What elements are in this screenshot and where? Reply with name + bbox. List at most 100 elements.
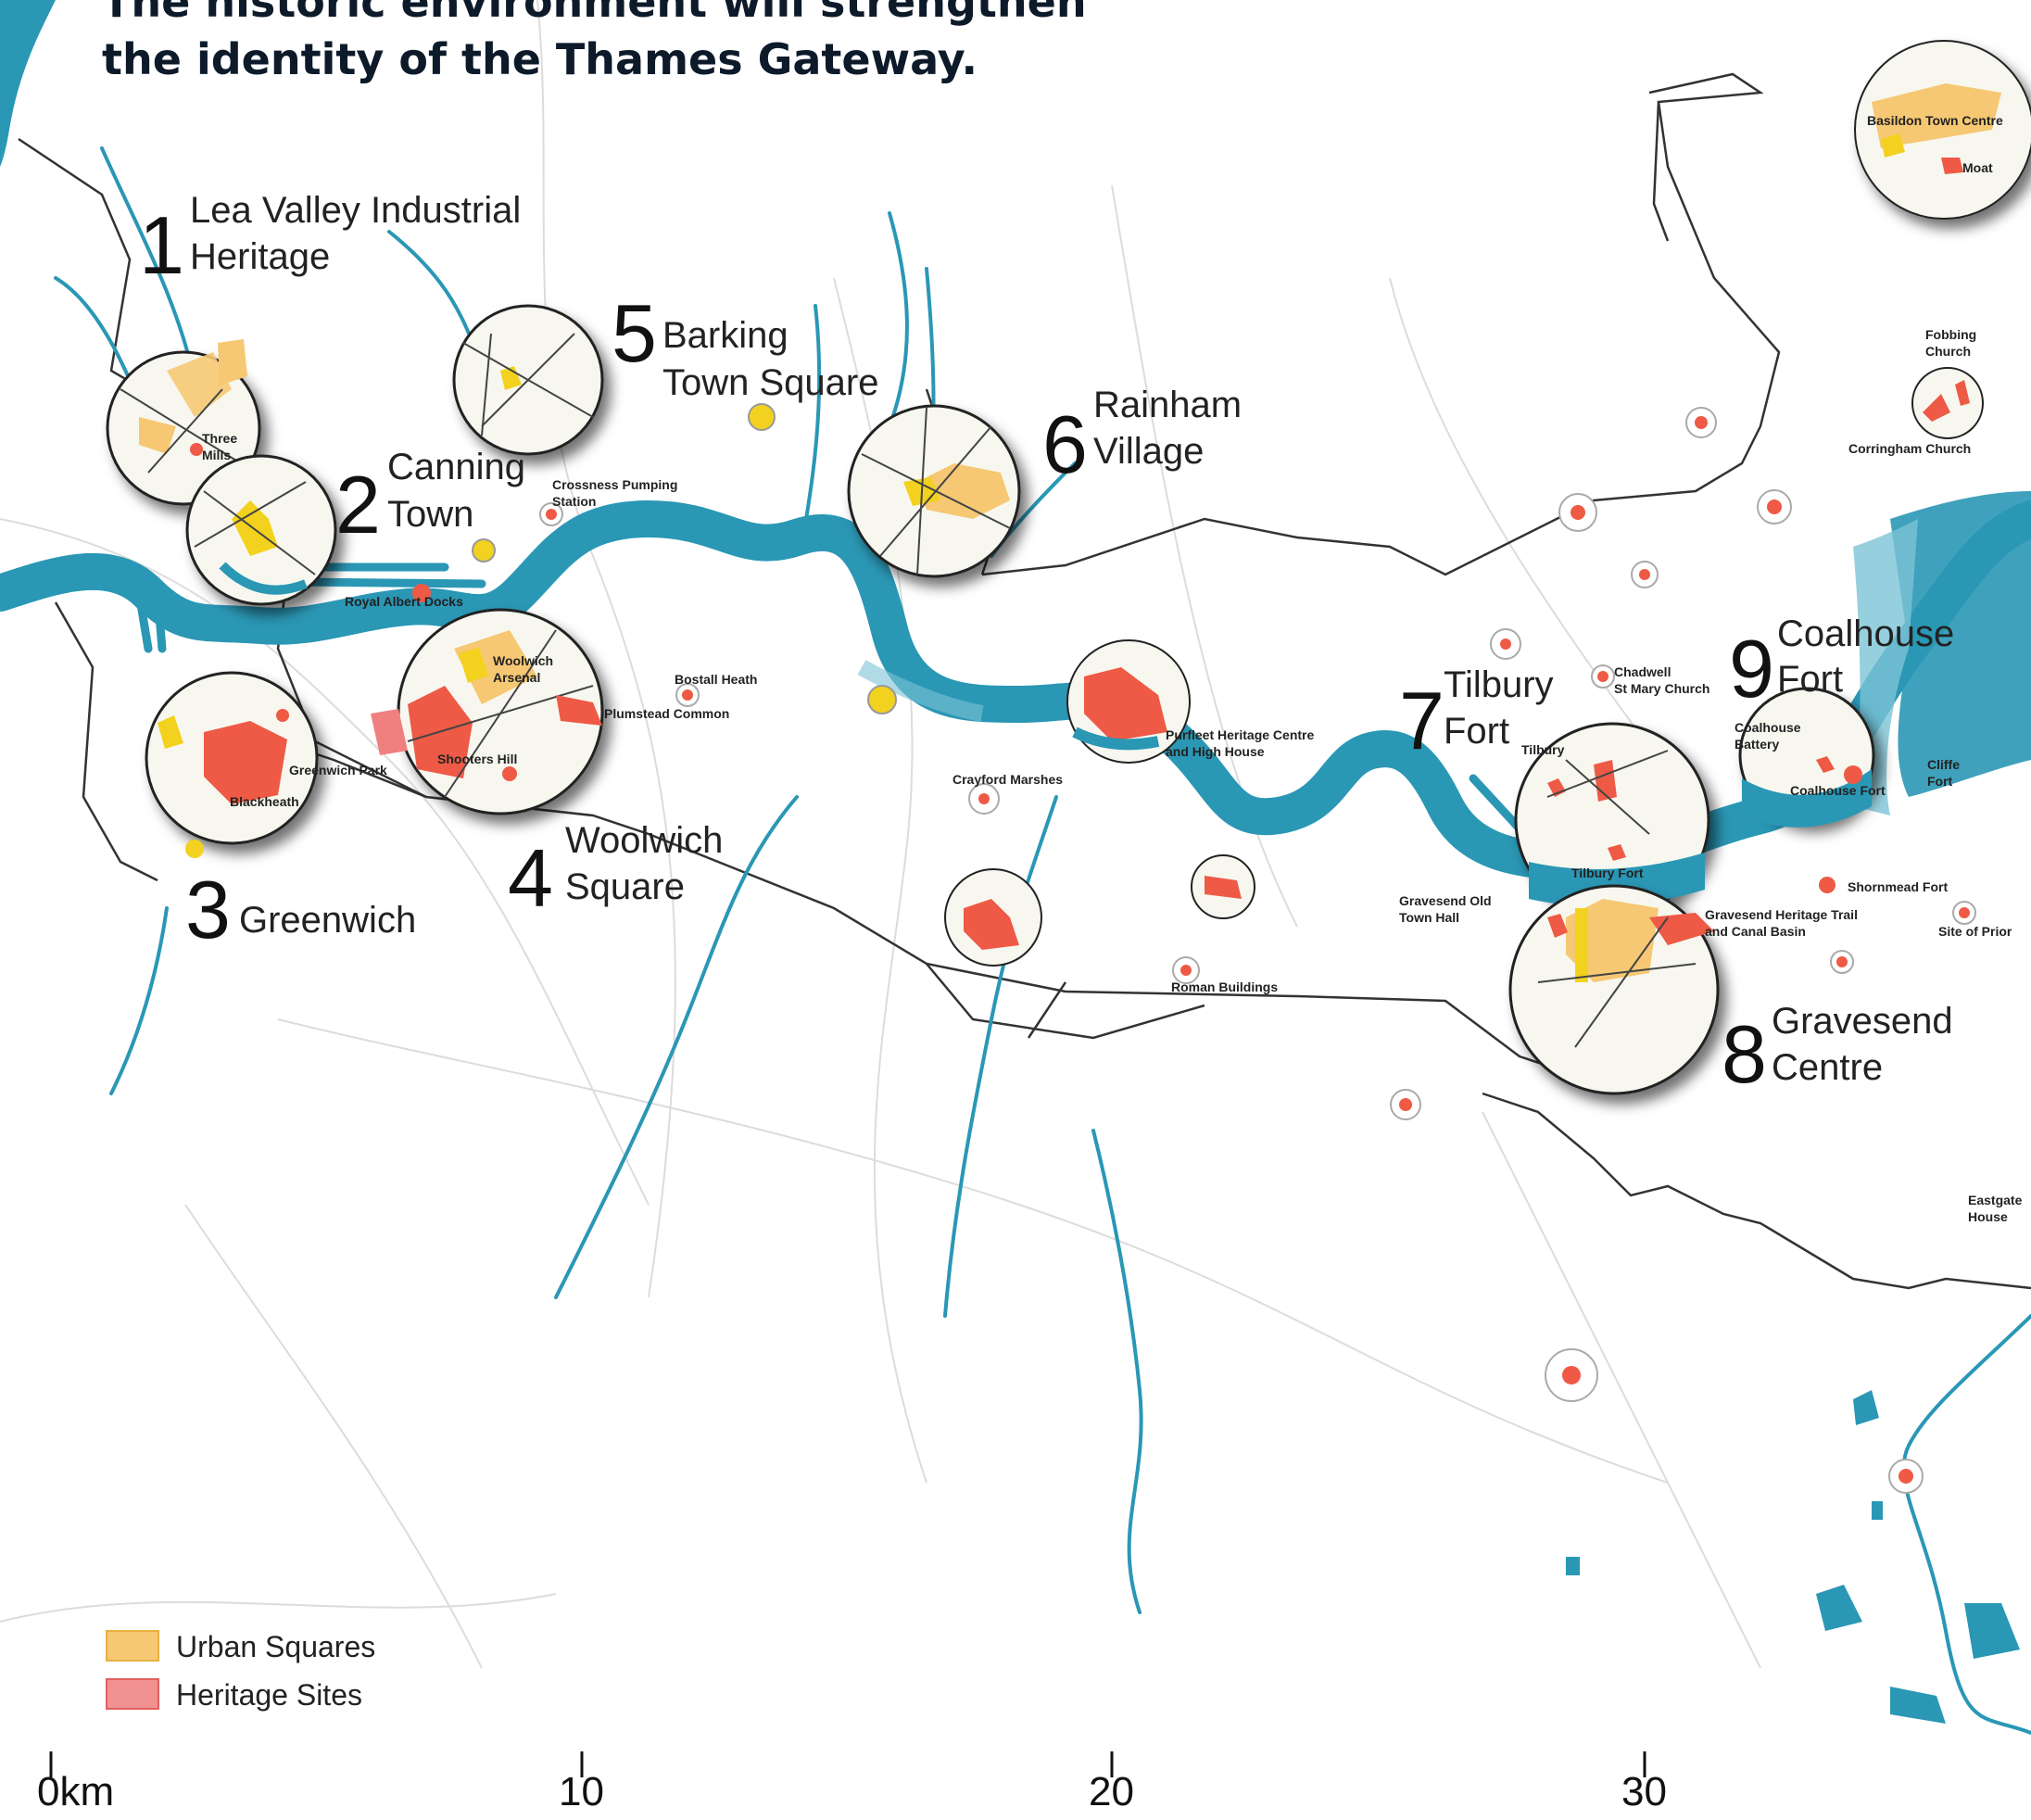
inset-lea-valley[interactable]: Three Mills [106,350,261,506]
inset-tilbury[interactable]: Tilbury Tilbury Fort [1514,722,1710,918]
place-4-number: 4 [508,832,553,924]
place-1: 1 Lea Valley Industrial Heritage [139,190,521,291]
urban-square-greenwich [185,840,204,858]
thames-estuary [1890,491,2031,797]
inset-canning-town[interactable] [185,454,337,606]
place-3-line1: Greenwich [239,900,416,941]
label-purfleet-2: and High House [1166,744,1265,759]
label-shooters-hill: Shooters Hill [437,752,517,766]
place-2-line1: Canning [387,447,525,487]
inset-gravesend[interactable] [1508,884,1720,1095]
legend-urban-label: Urban Squares [176,1630,375,1663]
place-1-line2: Heritage [190,236,330,277]
urban-dots [472,538,897,714]
heritage-woolwich-west [371,709,408,755]
inset-woolwich[interactable]: Woolwich Arsenal Shooters Hill [397,608,604,815]
scale-30: 30 [1621,1769,1667,1814]
label-shornmead: Shornmead Fort [1848,879,1948,894]
place-4-line2: Square [565,866,685,907]
inset-roman-north[interactable] [1191,854,1255,919]
place-3: 3 Greenwich [185,864,416,955]
label-gravesend-trail-2: and Canal Basin [1705,924,1806,939]
label-crossness-2: Station [552,494,596,509]
place-6: 6 Rainham Village [1042,385,1242,490]
place-9-number: 9 [1729,623,1774,714]
place-5: 5 Barking Town Square [612,287,878,403]
place-2: 2 Canning Town [335,447,525,550]
headline-line2: the identity of the Thames Gateway. [102,34,978,84]
place-2-number: 2 [335,459,381,550]
label-moat: Moat [1962,160,1993,175]
label-fobbing-1: Fobbing [1925,327,1976,342]
place-8: 8 Gravesend Centre [1722,1001,1953,1100]
heritage-dots [412,407,1976,1494]
label-three-mills-2: Mills [202,448,231,462]
inset-purfleet[interactable] [1066,639,1191,764]
scale-20: 20 [1089,1769,1134,1814]
inset-basildon[interactable]: Basildon Town Centre Moat [1854,40,2031,220]
place-6-line2: Village [1093,431,1204,472]
label-site-of-prior: Site of Prior [1938,924,2012,939]
inset-rainham[interactable] [847,404,1021,578]
legend: Urban Squares Heritage Sites [106,1630,375,1712]
label-fobbing-2: Church [1925,344,1971,359]
scale-10: 10 [559,1769,604,1814]
place-5-number: 5 [612,287,657,379]
legend-urban-swatch [106,1630,159,1662]
place-4-line1: Woolwich [565,820,723,861]
label-bostall: Bostall Heath [675,672,757,687]
inset-greenwich[interactable]: Blackheath [145,671,319,845]
legend-heritage-label: Heritage Sites [176,1678,362,1712]
scale-0: 0km [37,1769,114,1814]
label-crossness-1: Crossness Pumping [552,477,677,492]
place-5-line1: Barking [662,315,788,356]
place-7: 7 Tilbury Fort [1399,664,1554,766]
place-7-line1: Tilbury [1444,664,1554,705]
label-gravesend-old-2: Town Hall [1399,910,1459,925]
water-fragments [0,0,2020,1724]
label-cliffe-2: Fort [1927,774,1953,789]
label-eastgate-2: House [1968,1209,2008,1224]
legend-heritage-swatch [106,1678,159,1710]
inset-corringham[interactable] [1911,367,1984,439]
label-roman: Roman Buildings [1171,980,1278,994]
place-8-line2: Centre [1772,1047,1883,1088]
inset-coalhouse[interactable]: Coalhouse Fort [1738,687,1886,828]
label-woolwich-arsenal-2: Arsenal [493,670,540,685]
label-woolwich-arsenal-1: Woolwich [493,653,553,668]
label-coalhouse-fort: Coalhouse Fort [1790,783,1886,798]
heritage-plumstead [556,695,602,726]
place-1-number: 1 [139,199,184,291]
label-tilbury: Tilbury [1521,742,1565,757]
label-three-mills-1: Three [202,431,237,446]
label-chadwell-2: St Mary Church [1614,681,1709,696]
place-1-line1: Lea Valley Industrial [190,190,521,231]
headline-line1: The historic environment will strengthen [102,0,1087,27]
place-3-number: 3 [185,864,231,955]
urban-square-barking [748,403,776,431]
tributaries [54,146,2031,1735]
place-9: 9 Coalhouse Fort [1729,613,1954,714]
label-coalhouse-battery-2: Battery [1735,737,1779,752]
label-blackheath: Blackheath [230,794,299,809]
scale-bar [49,1751,1646,1777]
inset-crayford-south[interactable] [944,868,1042,967]
place-7-line2: Fort [1444,711,1509,752]
label-purfleet-1: Purfleet Heritage Centre [1166,727,1314,742]
place-9-line1: Coalhouse [1777,613,1954,654]
label-corringham: Corringham Church [1848,441,1971,456]
label-royal-albert: Royal Albert Docks [345,594,463,609]
urban-square-lea [218,339,247,385]
label-gravesend-old-1: Gravesend Old [1399,893,1492,908]
place-5-line2: Town Square [662,362,878,403]
place-7-number: 7 [1399,675,1444,766]
place-6-number: 6 [1042,398,1088,490]
label-greenwich-park: Greenwich Park [289,763,387,777]
label-plumstead: Plumstead Common [604,706,729,721]
river-light-band [857,660,984,722]
label-tilbury-fort: Tilbury Fort [1571,866,1644,880]
inset-barking[interactable] [452,304,604,456]
label-cliffe-1: Cliffe [1927,757,1960,772]
label-crayford: Crayford Marshes [952,772,1063,787]
